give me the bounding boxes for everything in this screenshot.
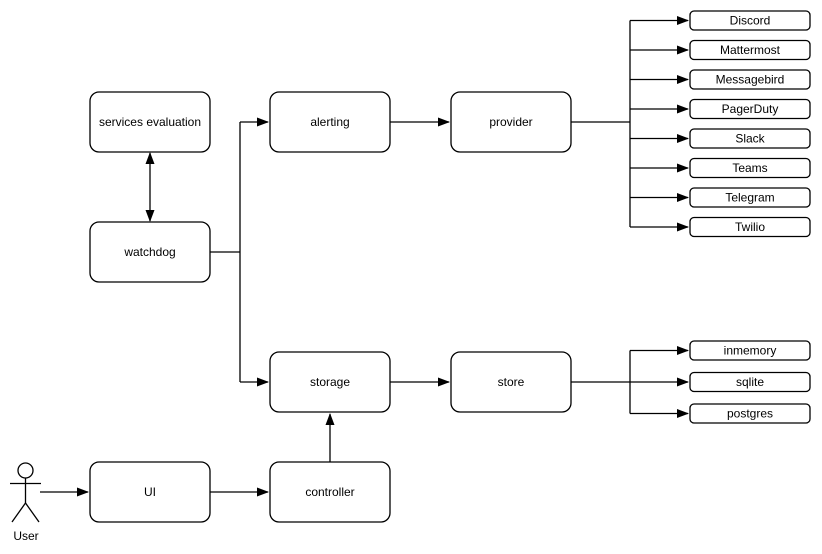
node-provider-messagebird: Messagebird: [689, 69, 811, 90]
node-provider-teams-label: Teams: [732, 161, 767, 175]
node-controller-box: [269, 461, 391, 523]
node-store-inmemory-label: inmemory: [724, 344, 777, 358]
node-watchdog-box: [89, 221, 211, 283]
node-provider-twilio: Twilio: [689, 216, 811, 238]
node-store-inmemory-box: [689, 340, 811, 361]
node-provider-twilio-label: Twilio: [735, 220, 765, 234]
node-provider-mattermost: Mattermost: [689, 39, 811, 61]
node-store-postgres-box: [689, 403, 811, 424]
node-provider-slack-box: [689, 128, 811, 149]
node-storage-label: storage: [310, 375, 350, 389]
node-provider-teams-box: [689, 157, 811, 179]
node-provider-pagerduty-label: PagerDuty: [722, 102, 779, 116]
node-provider-discord-box: [689, 10, 811, 31]
node-store-postgres-label: postgres: [727, 407, 773, 421]
node-store-box: [450, 351, 572, 413]
node-ui-label: UI: [144, 485, 156, 499]
node-store-sqlite-box: [689, 371, 811, 393]
node-alerting-box: [269, 91, 391, 153]
node-provider-pagerduty: PagerDuty: [689, 98, 811, 120]
node-store-sqlite: sqlite: [689, 371, 811, 393]
node-watchdog: watchdog: [89, 221, 211, 283]
node-services-evaluation-box: [89, 91, 211, 153]
node-provider-mattermost-label: Mattermost: [720, 43, 781, 57]
node-store-inmemory: inmemory: [689, 340, 811, 361]
user-actor: User: [10, 462, 41, 543]
node-controller: controller: [269, 461, 391, 523]
node-provider-mattermost-box: [689, 39, 811, 61]
node-provider-pagerduty-box: [689, 98, 811, 120]
node-ui: UI: [89, 461, 211, 523]
node-provider-messagebird-box: [689, 69, 811, 90]
node-store-postgres: postgres: [689, 403, 811, 424]
node-controller-label: controller: [305, 485, 354, 499]
user-actor-label: User: [13, 529, 38, 543]
node-provider-telegram-box: [689, 187, 811, 208]
user-actor-head: [17, 462, 34, 479]
node-storage: storage: [269, 351, 391, 413]
node-store-sqlite-label: sqlite: [736, 375, 764, 389]
node-provider: provider: [450, 91, 572, 153]
node-provider-discord: Discord: [689, 10, 811, 31]
node-storage-box: [269, 351, 391, 413]
node-services-evaluation: services evaluation: [89, 91, 211, 153]
node-alerting-label: alerting: [310, 115, 349, 129]
node-store: store: [450, 351, 572, 413]
node-provider-messagebird-label: Messagebird: [716, 73, 785, 87]
node-alerting: alerting: [269, 91, 391, 153]
node-provider-telegram: Telegram: [689, 187, 811, 208]
node-services-evaluation-label: services evaluation: [99, 115, 201, 129]
node-provider-teams: Teams: [689, 157, 811, 179]
node-provider-label: provider: [489, 115, 532, 129]
node-provider-box: [450, 91, 572, 153]
node-provider-twilio-box: [689, 216, 811, 238]
node-provider-slack: Slack: [689, 128, 811, 149]
node-provider-slack-label: Slack: [735, 132, 765, 146]
node-provider-discord-label: Discord: [730, 14, 771, 28]
node-provider-telegram-label: Telegram: [725, 191, 774, 205]
user-actor-legs: [11, 502, 40, 523]
node-watchdog-label: watchdog: [123, 245, 175, 259]
node-store-label: store: [498, 375, 525, 389]
node-ui-box: [89, 461, 211, 523]
